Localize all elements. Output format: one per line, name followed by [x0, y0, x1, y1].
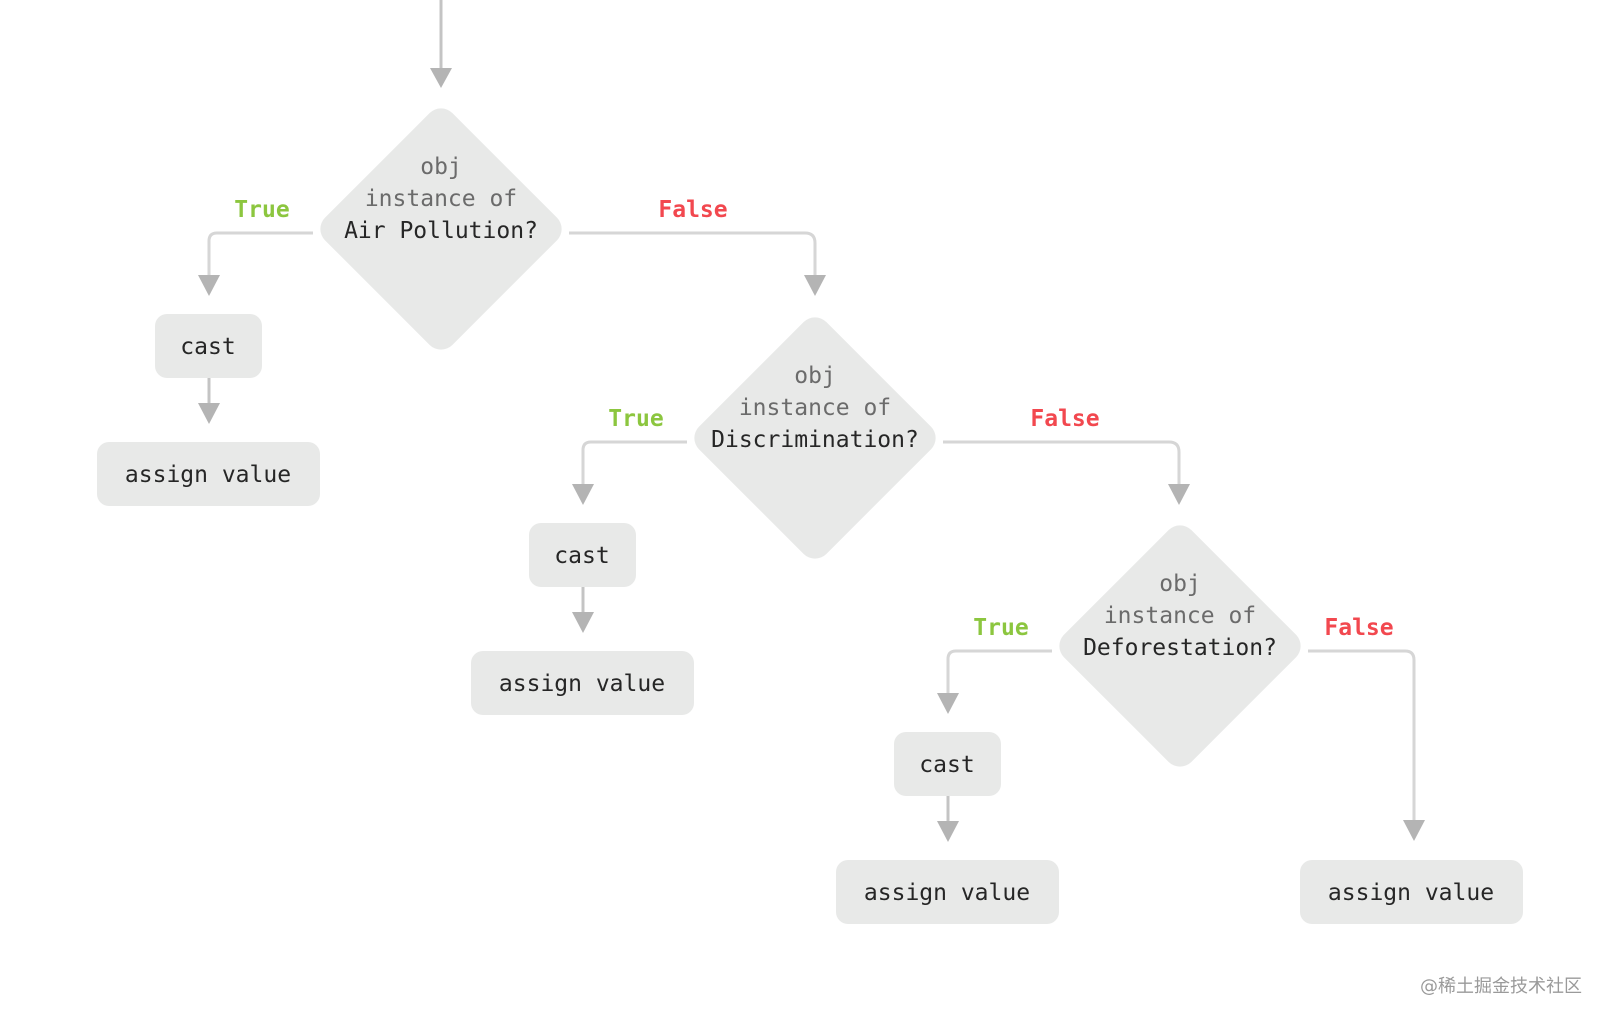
assign-node-4-label: assign value	[1328, 880, 1494, 906]
d2-false-label: False	[1030, 406, 1099, 432]
decision-2-line-2: instance of	[739, 395, 891, 421]
entry-arrow	[430, 0, 452, 88]
d3-true-connector	[937, 649, 1052, 714]
decision-1-question: Air Pollution?	[344, 218, 538, 244]
cast-to-assign-connector-3	[937, 796, 959, 842]
assign-node-3-label: assign value	[864, 880, 1030, 906]
cast-to-assign-connector-2	[572, 587, 594, 633]
decision-node-air-pollution: obj instance of Air Pollution?	[320, 108, 562, 350]
cast-node-1-label: cast	[180, 334, 235, 360]
cast-node-2: cast	[529, 523, 636, 587]
decision-node-discrimination: obj instance of Discrimination?	[694, 317, 936, 559]
d1-true-label: True	[234, 197, 289, 223]
decision-3-line-1: obj	[1159, 571, 1201, 597]
d1-true-connector	[198, 231, 313, 296]
decision-1-line-2: instance of	[365, 186, 517, 212]
d2-true-connector	[572, 440, 687, 505]
d3-false-connector	[1308, 649, 1425, 841]
decision-3-line-2: instance of	[1104, 603, 1256, 629]
d2-false-connector	[943, 440, 1190, 505]
decision-1-line-1: obj	[420, 154, 462, 180]
cast-node-1: cast	[155, 314, 262, 378]
cast-node-3-label: cast	[919, 752, 974, 778]
decision-2-line-1: obj	[794, 363, 836, 389]
assign-node-2-label: assign value	[499, 671, 665, 697]
d3-false-label: False	[1324, 615, 1393, 641]
decision-3-question: Deforestation?	[1083, 635, 1277, 661]
assign-node-1-label: assign value	[125, 462, 291, 488]
assign-node-4: assign value	[1300, 860, 1523, 924]
d3-true-label: True	[973, 615, 1028, 641]
d2-true-label: True	[608, 406, 663, 432]
watermark: @稀土掘金技术社区	[1420, 976, 1582, 997]
assign-node-2: assign value	[471, 651, 694, 715]
cast-to-assign-connector-1	[198, 378, 220, 424]
decision-2-question: Discrimination?	[711, 427, 919, 453]
d1-false-label: False	[658, 197, 727, 223]
assign-node-3: assign value	[836, 860, 1059, 924]
decision-node-deforestation: obj instance of Deforestation?	[1059, 525, 1301, 767]
d1-false-connector	[569, 231, 826, 296]
cast-node-3: cast	[894, 732, 1001, 796]
assign-node-1: assign value	[97, 442, 320, 506]
cast-node-2-label: cast	[554, 543, 609, 569]
